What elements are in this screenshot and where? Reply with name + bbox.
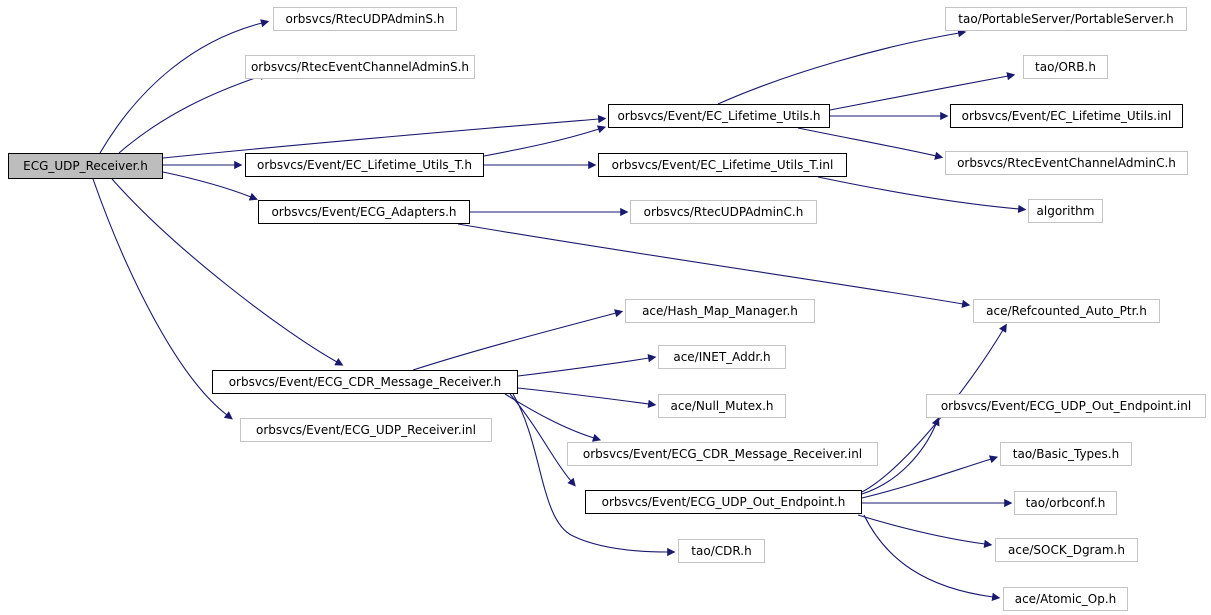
- edge-ecg-udp-out-endpoint-h--tao-basic-types-h: [861, 455, 999, 499]
- graph-node-ecg-udp-out-endpoint-inl: orbsvcs/Event/ECG_UDP_Out_Endpoint.inl: [926, 394, 1206, 418]
- graph-node-ace-atomic-op-h: ace/Atomic_Op.h: [1003, 587, 1128, 611]
- graph-node-tao-orbconf-h: tao/orbconf.h: [1014, 491, 1117, 515]
- edge-ecg-cdr-message-receiver-h--ecg-cdr-message-receiver-inl: [504, 393, 602, 442]
- graph-node-ecg-udp-out-endpoint-h[interactable]: orbsvcs/Event/ECG_UDP_Out_Endpoint.h: [585, 490, 862, 514]
- edge-ecg-cdr-message-receiver-h--ace-hash-map-manager-h: [412, 309, 624, 371]
- edge-ecg-cdr-message-receiver-h--ace-null-mutex-h: [517, 387, 657, 408]
- graph-node-ecg-cdr-message-receiver-inl: orbsvcs/Event/ECG_CDR_Message_Receiver.i…: [567, 442, 878, 466]
- graph-node-ec-lifetime-utils-t-inl[interactable]: orbsvcs/Event/EC_Lifetime_Utils_T.inl: [598, 153, 847, 177]
- edge-ecg-udp-receiver-h--rtec-event-channel-admin-s-h: [118, 72, 269, 154]
- edge-ecg-udp-receiver-h--rtec-udp-admin-s-h: [99, 19, 270, 154]
- edge-ecg-udp-receiver-h--ec-lifetime-utils-h: [162, 114, 607, 159]
- graph-node-ecg-adapters-h[interactable]: orbsvcs/Event/ECG_Adapters.h: [258, 200, 470, 224]
- graph-node-ace-hash-map-manager-h: ace/Hash_Map_Manager.h: [625, 299, 815, 323]
- graph-node-tao-cdr-h: tao/CDR.h: [678, 539, 765, 563]
- edge-ecg-cdr-message-receiver-h--ace-inet-addr-h: [517, 354, 657, 377]
- edge-ecg-udp-receiver-h--ecg-adapters-h: [162, 171, 258, 201]
- edge-ecg-cdr-message-receiver-h--ecg-udp-out-endpoint-h: [509, 393, 576, 487]
- graph-node-ace-refcounted-auto-ptr-h: ace/Refcounted_Auto_Ptr.h: [973, 299, 1160, 323]
- edge-ecg-udp-receiver-h--ecg-cdr-message-receiver-h: [111, 178, 344, 366]
- graph-node-ecg-udp-receiver-h: ECG_UDP_Receiver.h: [8, 153, 163, 179]
- graph-node-ec-lifetime-utils-inl[interactable]: orbsvcs/Event/EC_Lifetime_Utils.inl: [950, 104, 1183, 128]
- graph-node-rtec-udp-admin-c-h: orbsvcs/RtecUDPAdminC.h: [630, 200, 817, 224]
- graph-node-algorithm: algorithm: [1028, 199, 1103, 223]
- graph-node-ecg-cdr-message-receiver-h[interactable]: orbsvcs/Event/ECG_CDR_Message_Receiver.h: [212, 370, 518, 394]
- graph-node-ace-null-mutex-h: ace/Null_Mutex.h: [658, 394, 786, 418]
- graph-node-rtec-event-channel-admin-c-h: orbsvcs/RtecEventChannelAdminC.h: [945, 151, 1188, 175]
- graph-node-ec-lifetime-utils-h[interactable]: orbsvcs/Event/EC_Lifetime_Utils.h: [608, 104, 830, 128]
- edge-ecg-udp-receiver-h--ecg-udp-receiver-inl: [92, 178, 233, 420]
- graph-node-rtec-event-channel-admin-s-h: orbsvcs/RtecEventChannelAdminS.h: [245, 55, 475, 79]
- graph-node-portable-server-h: tao/PortableServer/PortableServer.h: [945, 7, 1187, 31]
- graph-node-ace-inet-addr-h: ace/INET_Addr.h: [658, 345, 786, 369]
- graph-node-tao-basic-types-h: tao/Basic_Types.h: [1000, 442, 1132, 466]
- graph-node-tao-orb-h: tao/ORB.h: [1023, 55, 1108, 79]
- edge-ec-lifetime-utils-h--rtec-event-channel-admin-c-h: [797, 127, 944, 160]
- graph-node-ace-sock-dgram-h: ace/SOCK_Dgram.h: [995, 538, 1138, 562]
- graph-node-ecg-udp-receiver-inl: orbsvcs/Event/ECG_UDP_Receiver.inl: [240, 418, 492, 442]
- edge-ec-lifetime-utils-h--portable-server-h: [717, 29, 967, 105]
- graph-node-ec-lifetime-utils-t-h[interactable]: orbsvcs/Event/EC_Lifetime_Utils_T.h: [245, 153, 484, 177]
- edge-ec-lifetime-utils-t-h--ec-lifetime-utils-h: [483, 125, 607, 157]
- edge-ecg-cdr-message-receiver-h--tao-cdr-h: [512, 393, 676, 557]
- edge-ecg-adapters-h--ace-refcounted-auto-ptr-h: [457, 223, 971, 308]
- edge-ecg-udp-out-endpoint-h--ecg-udp-out-endpoint-inl: [861, 417, 940, 495]
- edge-ec-lifetime-utils-t-inl--algorithm: [817, 176, 1027, 214]
- edge-ecg-udp-out-endpoint-h--ace-sock-dgram-h: [857, 514, 993, 548]
- edge-ecg-udp-out-endpoint-h--ace-atomic-op-h: [863, 514, 1001, 601]
- graph-node-rtec-udp-admin-s-h: orbsvcs/RtecUDPAdminS.h: [273, 7, 457, 31]
- edge-ec-lifetime-utils-h--tao-orb-h: [829, 72, 1016, 111]
